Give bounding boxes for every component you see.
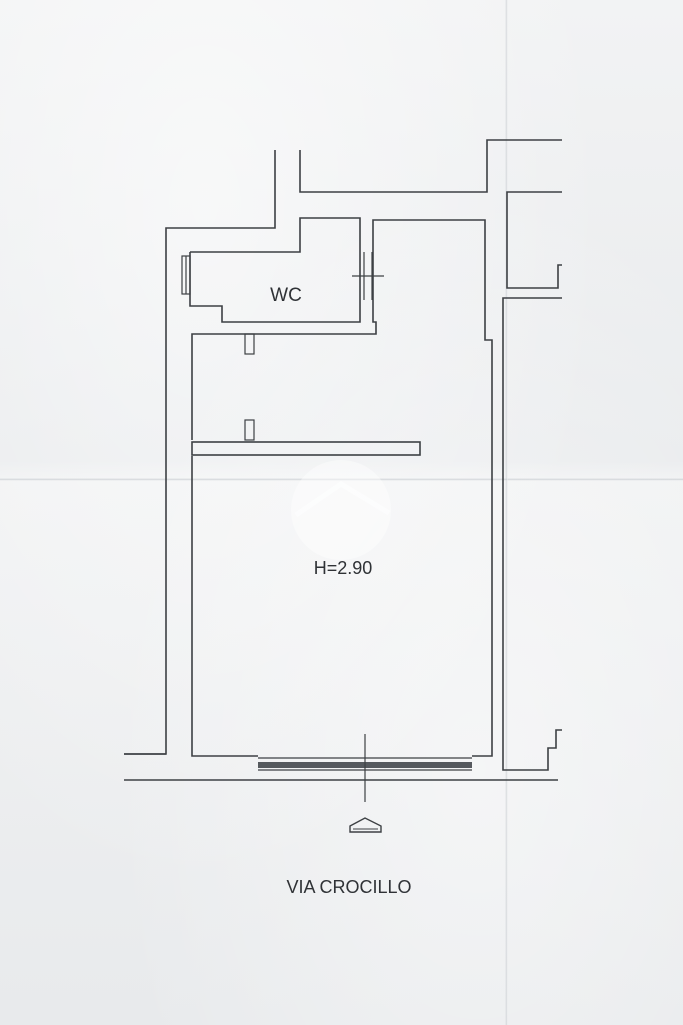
paper-fold-vertical <box>505 0 508 1025</box>
ceiling-height-label: H=2.90 <box>314 558 373 578</box>
main-unit-walls <box>191 219 493 757</box>
partition-wall <box>191 441 421 456</box>
room-label-wc: WC <box>270 285 302 306</box>
pillar-lower <box>244 419 255 441</box>
paper-fold-horizontal <box>0 478 683 481</box>
street-name-label: VIA CROCILLO <box>286 877 411 897</box>
street-front <box>124 734 558 802</box>
right-neighbour-walls <box>502 191 562 771</box>
pillar-upper <box>244 333 255 355</box>
upper-neighbour-walls <box>124 139 562 755</box>
house-roof-watermark-icon <box>291 460 391 560</box>
wc-room <box>181 217 384 323</box>
entrance-arrow-icon <box>349 817 382 833</box>
